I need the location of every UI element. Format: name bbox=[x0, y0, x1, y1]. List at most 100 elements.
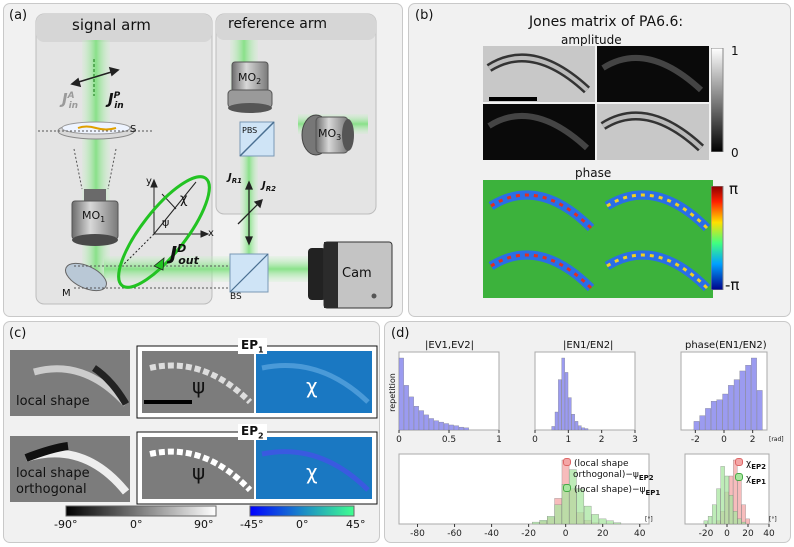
hist2-bar-0-8 bbox=[578, 425, 582, 431]
legend-chi-ep1: χ bbox=[746, 473, 752, 484]
mirror-label: M bbox=[62, 288, 71, 299]
hist3-bar-0-6 bbox=[728, 385, 734, 431]
hist4-bar-1-11 bbox=[613, 522, 622, 525]
deg-unit-right: [°] bbox=[769, 516, 777, 523]
hist4-tick-label-1: -60 bbox=[447, 529, 462, 539]
hist4-bar-1-0 bbox=[532, 521, 540, 525]
legend-red-text-1: (local shape bbox=[574, 459, 629, 469]
hist5-bar-1-0 bbox=[703, 520, 708, 525]
hist1-bar-0-2 bbox=[408, 396, 414, 431]
scale-bar bbox=[489, 97, 537, 101]
hist5-bar-1-5 bbox=[724, 475, 729, 525]
hist3-tick-label-2: 2 bbox=[750, 435, 756, 445]
cbar2-tick-1: 0° bbox=[296, 518, 309, 531]
hist4-bar-1-6 bbox=[576, 488, 585, 525]
hist3-bar-0-3 bbox=[710, 401, 717, 431]
mirror bbox=[65, 262, 107, 292]
hist1-tick-label-0: 0 bbox=[396, 435, 402, 445]
hist4-tick-label-4: 0 bbox=[563, 529, 569, 539]
hist3-bar-0-4 bbox=[716, 399, 723, 431]
chi-label-ep2: χ bbox=[306, 460, 318, 484]
cbar1-tick-0: -90° bbox=[54, 518, 78, 531]
hist1-bar-0-9 bbox=[443, 423, 449, 431]
hist1-tick-label-1: 0.5 bbox=[442, 435, 456, 445]
mo2-label: MO2 bbox=[238, 71, 262, 87]
panel-d-label: (d) bbox=[391, 326, 410, 341]
legend-green-swatch bbox=[563, 483, 571, 492]
hist5-tick-label-3: 40 bbox=[763, 529, 775, 539]
phase-images bbox=[483, 180, 713, 298]
hist4-bar-1-2 bbox=[546, 516, 555, 525]
hist2-tick-label-0: 0 bbox=[532, 435, 538, 445]
j-out-label: JDout bbox=[170, 242, 199, 268]
hist2-title: |EN1/EN2| bbox=[563, 340, 614, 351]
phase-max-label: π bbox=[729, 180, 739, 198]
panel-c: (c) local shape local shape orthogonal E… bbox=[3, 321, 380, 543]
polarization-ellipse bbox=[117, 175, 211, 289]
legend-right: χEP2 χEP1 bbox=[735, 458, 766, 488]
panel-a-label: (a) bbox=[9, 8, 28, 23]
sample-label: S bbox=[130, 124, 137, 135]
hist1-bar-0-6 bbox=[428, 418, 434, 431]
hist2-bar-0-6 bbox=[571, 414, 575, 431]
psi-label-a: ψ bbox=[162, 216, 170, 229]
hist5-bar-1-3 bbox=[716, 488, 721, 525]
cbar2-tick-0: -45° bbox=[240, 518, 264, 531]
hist-frame-2 bbox=[534, 351, 636, 431]
hist4-bar-1-5 bbox=[569, 469, 577, 525]
hist1-bar-0-8 bbox=[438, 421, 444, 431]
phase-colorbar bbox=[711, 186, 724, 290]
setup-diagram bbox=[35, 13, 393, 309]
psi-label-ep1: ψ bbox=[192, 374, 206, 398]
hist5-bar-1-1 bbox=[707, 516, 713, 525]
hist2-bar-0-3 bbox=[561, 357, 565, 431]
ylabel-repetition: repetition bbox=[387, 373, 397, 412]
panel-c-label: (c) bbox=[9, 326, 27, 341]
hist4-bar-1-10 bbox=[606, 520, 614, 525]
ep1-tag: EP1 bbox=[238, 338, 267, 355]
mo1-objective bbox=[71, 189, 119, 246]
hist1-bar-0-12 bbox=[458, 426, 464, 431]
amp-max-label: 1 bbox=[731, 44, 739, 58]
hist5-tick-label-0: -20 bbox=[699, 529, 714, 539]
hist4-bar-1-9 bbox=[598, 518, 607, 525]
amp-min-label: 0 bbox=[731, 146, 739, 160]
hist1-bar-0-0 bbox=[398, 357, 404, 431]
legend-red-swatch bbox=[563, 458, 571, 466]
hist2-tick-label-3: 3 bbox=[632, 435, 638, 445]
hist5-bar-1-7 bbox=[733, 511, 738, 525]
bs-label: BS bbox=[230, 292, 242, 302]
hist4-tick-label-0: -80 bbox=[410, 529, 425, 539]
hist5-bar-1-9 bbox=[741, 521, 746, 525]
hist2-bar-0-10 bbox=[584, 428, 589, 431]
axis-y-label: y bbox=[146, 176, 152, 187]
hist5-bar-0-6 bbox=[741, 504, 746, 525]
ep-images bbox=[10, 345, 378, 517]
mo1-label: MO1 bbox=[82, 209, 106, 225]
hist2-bar-0-5 bbox=[568, 397, 572, 431]
hist4-tick-label-5: 20 bbox=[597, 529, 609, 539]
chi-colorbar bbox=[249, 505, 355, 517]
j-in-a-label: JAin bbox=[62, 90, 79, 111]
hist1-bar-0-4 bbox=[418, 410, 424, 431]
cam-label: Cam bbox=[342, 266, 372, 281]
amplitude-images bbox=[483, 46, 709, 160]
hist4-bar-1-8 bbox=[591, 514, 599, 525]
hist3-bar-0-11 bbox=[756, 390, 763, 431]
reference-arm-title: reference arm bbox=[228, 16, 328, 32]
phase-title: phase bbox=[575, 166, 612, 180]
hist3-bar-0-7 bbox=[733, 379, 740, 431]
pbs-label: PBS bbox=[242, 126, 258, 135]
local-shape-orth-1: local shape bbox=[16, 466, 90, 481]
hist4-tick-label-6: 40 bbox=[634, 529, 646, 539]
panel-b: (b) Jones matrix of PA6.6: amplitude 1 0… bbox=[408, 3, 791, 317]
hist3-unit: [rad] bbox=[769, 436, 784, 443]
hist1-bar-0-7 bbox=[433, 420, 439, 431]
hist4-bar-1-1 bbox=[539, 520, 547, 525]
hist5-bar-1-4 bbox=[720, 466, 725, 525]
hist1-title: |EV1,EV2| bbox=[425, 340, 474, 351]
hist1-bar-0-1 bbox=[403, 385, 409, 431]
hist4-bar-1-3 bbox=[554, 504, 562, 525]
hist2-bar-0-0 bbox=[551, 426, 555, 431]
hist1-bar-0-3 bbox=[413, 406, 419, 431]
